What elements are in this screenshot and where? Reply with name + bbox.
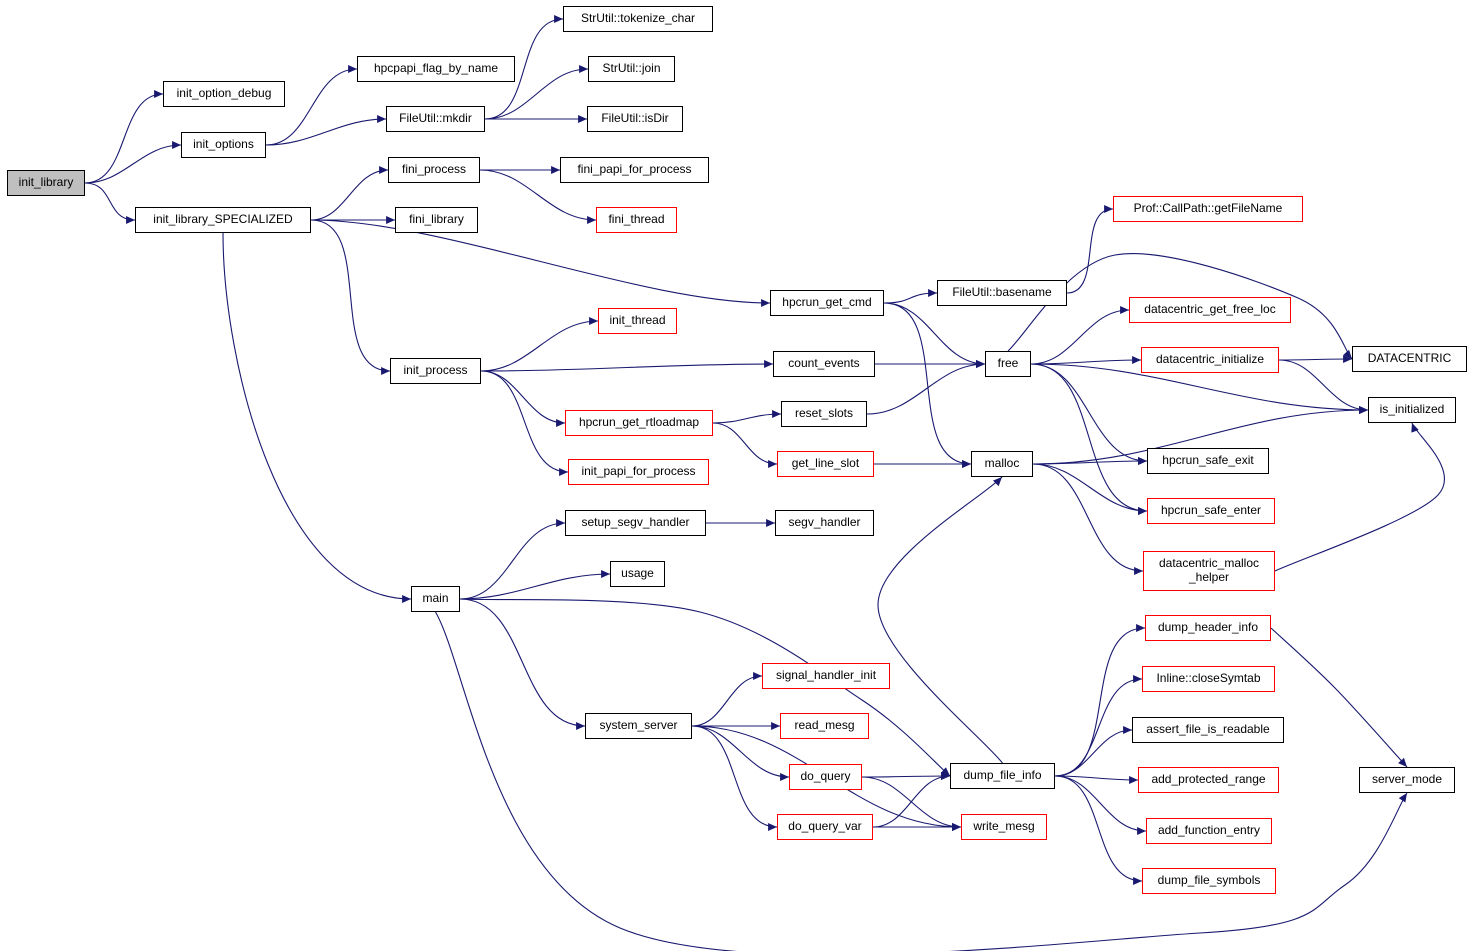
graph-node-fini-process[interactable]: fini_process [388,157,480,183]
call-edge-main-to-ssh [459,519,566,600]
graph-node-init-library[interactable]: init_library [7,170,85,196]
call-edge-main-to-ss [459,598,586,730]
graph-node-hpcrun-get-cmd[interactable]: hpcrun_get_cmd [770,290,884,316]
call-edge-ils-to-ip [310,219,391,375]
call-edge-dfi-to-dhi [1054,624,1146,777]
graph-node-count-events[interactable]: count_events [773,351,875,377]
call-edge-il-to-io [84,141,182,184]
call-edge-ip-to-hgr [480,370,566,427]
graph-node-datacentric-malloc-helper[interactable]: datacentric_malloc _helper [1143,551,1275,591]
graph-node-fini-papi-for-process[interactable]: fini_papi_for_process [560,157,709,183]
graph-node-init-options[interactable]: init_options [181,132,266,158]
graph-node-hpcrun-safe-enter[interactable]: hpcrun_safe_enter [1147,498,1275,524]
call-edge-hgr-to-gls [712,422,778,468]
graph-node-dump-file-info[interactable]: dump_file_info [950,763,1055,789]
call-edge-dhi-to-sm [1270,627,1408,768]
graph-node-fileutil-basename[interactable]: FileUtil::basename [937,280,1067,306]
call-edge-bn-to-gfn [1066,205,1114,294]
call-edge-dfi-to-afe [1054,775,1147,835]
call-edge-il-to-iod [84,90,164,184]
call-edge-hgc-to-bn [883,289,938,304]
graph-node-datacentric-initialize[interactable]: datacentric_initialize [1141,347,1279,373]
graph-node-read-mesg[interactable]: read_mesg [780,713,869,739]
graph-node-inline-closesymtab[interactable]: Inline::closeSymtab [1142,666,1275,692]
call-edge-malloc-to-hsen [1032,463,1148,515]
call-edge-free-to-hse [1030,363,1148,465]
graph-node-init-thread[interactable]: init_thread [598,308,677,334]
call-edge-dfi-to-malloc [877,476,1003,764]
call-edge-dfi-to-dfs [1054,775,1143,885]
call-edge-ils-to-hgc [310,219,771,307]
call-edge-rs-to-free [866,360,986,415]
graph-node-segv-handler[interactable]: segv_handler [775,510,874,536]
graph-node-datacentric-get-free-loc[interactable]: datacentric_get_free_loc [1129,297,1291,323]
graph-node-hpcrun-get-rtloadmap[interactable]: hpcrun_get_rtloadmap [565,410,713,436]
call-edge-dq-to-wm [861,776,962,831]
graph-node-do-query-var[interactable]: do_query_var [777,814,873,840]
call-edge-hgr-to-rs [712,410,782,424]
graph-node-malloc[interactable]: malloc [971,451,1033,477]
graph-node-reset-slots[interactable]: reset_slots [781,401,867,427]
graph-node-hpcrun-safe-exit[interactable]: hpcrun_safe_exit [1147,448,1269,474]
graph-node-server-mode[interactable]: server_mode [1359,767,1455,793]
graph-node-free[interactable]: free [985,351,1031,377]
call-edge-ip-to-it [480,317,599,372]
call-edge-ip-to-ce [480,360,774,372]
graph-node-setup-segv-handler[interactable]: setup_segv_handler [565,510,706,536]
call-edge-malloc-to-dmh [1032,463,1144,575]
call-edge-ils-to-main [222,232,412,603]
call-edge-malloc-to-hse [1032,457,1148,465]
call-edge-free-to-di [1030,356,1142,365]
graph-node-do-query[interactable]: do_query [789,764,862,790]
call-edge-dfi-to-afir [1054,726,1133,777]
graph-node-write-mesg[interactable]: write_mesg [961,814,1047,840]
graph-node-init-library-specialized[interactable]: init_library_SPECIALIZED [135,207,311,233]
call-edge-ss-to-shi [691,672,763,727]
call-edge-dmh-to-isin [1274,422,1445,572]
call-edge-free-to-dgfl [1030,306,1130,365]
graph-node-usage[interactable]: usage [610,561,665,587]
call-edge-free-to-hsen [1030,363,1148,515]
call-edge-hgc-to-free [883,302,986,368]
graph-node-strutil-join[interactable]: StrUtil::join [588,56,675,82]
call-edge-il-to-ils [84,182,136,224]
call-edge-hgc-to-malloc [883,302,972,468]
call-edge-io-to-mkdir [265,115,387,146]
graph-node-signal-handler-init[interactable]: signal_handler_init [762,663,890,689]
call-edge-dfi-to-apr [1054,775,1139,784]
graph-node-get-line-slot[interactable]: get_line_slot [777,451,874,477]
call-edge-di-to-dc [1278,355,1353,363]
graph-node-assert-file-is-readable[interactable]: assert_file_is_readable [1132,717,1284,743]
graph-node-hpcpapi-flag-by-name[interactable]: hpcpapi_flag_by_name [357,56,515,82]
call-edge-ils-to-fp [310,166,389,221]
graph-node-system-server[interactable]: system_server [585,713,692,739]
graph-node-is-initialized[interactable]: is_initialized [1368,397,1456,423]
graph-node-prof-callpath-getfilename[interactable]: Prof::CallPath::getFileName [1113,196,1303,222]
graph-node-main[interactable]: main [411,586,460,612]
graph-node-dump-header-info[interactable]: dump_header_info [1145,615,1271,641]
graph-node-init-papi-for-process[interactable]: init_papi_for_process [568,459,709,485]
graph-node-fileutil-mkdir[interactable]: FileUtil::mkdir [386,106,485,132]
graph-node-fileutil-isdir[interactable]: FileUtil::isDir [587,106,683,132]
graph-node-add-protected-range[interactable]: add_protected_range [1138,767,1279,793]
graph-node-init-option-debug[interactable]: init_option_debug [163,81,285,107]
graph-node-datacentric[interactable]: DATACENTRIC [1352,346,1467,372]
call-edge-main-to-usage [459,570,611,600]
graph-node-add-function-entry[interactable]: add_function_entry [1146,818,1272,844]
call-edge-ip-to-ipfp [480,370,569,476]
graph-node-fini-thread[interactable]: fini_thread [596,207,677,233]
graph-node-fini-library[interactable]: fini_library [395,207,478,233]
call-edge-ss-to-dq [691,725,790,781]
call-edge-ss-to-dqv [691,725,778,831]
graph-node-strutil-tokenize-char[interactable]: StrUtil::tokenize_char [563,6,713,32]
call-edge-dqv-to-dfi [872,772,951,828]
graph-node-dump-file-symbols[interactable]: dump_file_symbols [1142,868,1276,894]
graph-node-init-process[interactable]: init_process [390,358,481,384]
call-edge-dfi-to-ics [1054,675,1143,777]
call-edge-dq-to-dfi [861,772,951,780]
